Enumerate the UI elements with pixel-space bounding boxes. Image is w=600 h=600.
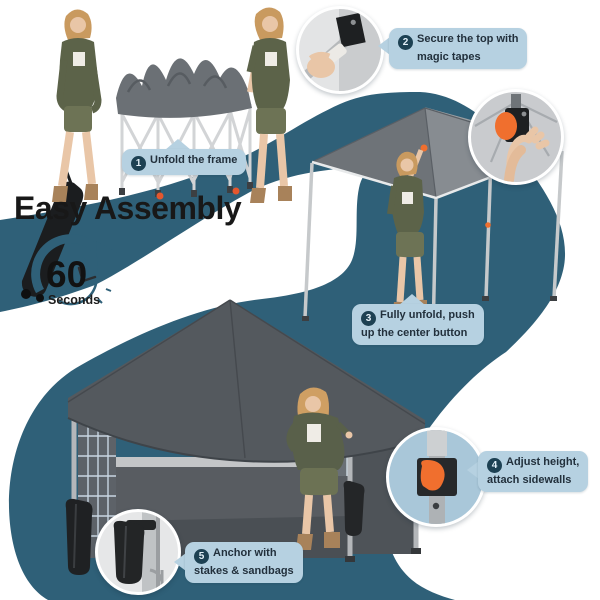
step3-text-line2: up the center button (361, 327, 468, 339)
step2-badge: 2 (398, 35, 413, 50)
magic-tape-closeup-icon (303, 9, 381, 91)
step5-label: 5 Anchor with stakes & sandbags (185, 542, 303, 583)
step2-text-line2: magic tapes (417, 51, 481, 63)
step4-label: 4 Adjust height, attach sidewalls (478, 451, 589, 492)
step5-badge: 5 (194, 549, 209, 564)
step4-pointer (467, 461, 479, 479)
step4-badge: 4 (487, 458, 502, 473)
page-title: Easy Assembly (14, 190, 242, 226)
step1-text: Unfold the frame (150, 154, 238, 166)
step2-pointer (378, 37, 390, 55)
step1-pointer (165, 139, 191, 150)
step3-pointer (399, 294, 425, 305)
step1-badge: 1 (131, 156, 146, 171)
open-canopy-scene (302, 107, 564, 340)
sandbag-anchor-closeup-icon (113, 512, 164, 592)
timer-value: 60 (46, 254, 88, 295)
step2-text: Secure the top with (417, 33, 519, 45)
step1-label: 1 Unfold the frame (122, 149, 247, 175)
step2-label: 2 Secure the top with magic tapes (389, 28, 528, 69)
timer-icon (31, 234, 120, 306)
height-lever-closeup-icon (417, 430, 457, 524)
step5-pointer (174, 553, 186, 571)
step4-text: Adjust height, (506, 456, 580, 468)
step3-badge: 3 (361, 311, 376, 326)
step3-text: Fully unfold, push (380, 309, 475, 321)
timer-unit: Seconds (48, 293, 101, 307)
inset-sandbag-anchor (95, 509, 181, 595)
inset-center-button (468, 89, 564, 185)
folded-frame-scene (116, 7, 292, 203)
step3-label: 3 Fully unfold, push up the center button (352, 304, 484, 345)
step4-text-line2: attach sidewalls (487, 474, 572, 486)
step5-text-line2: stakes & sandbags (194, 565, 294, 577)
center-button-closeup-icon (474, 94, 558, 182)
inset-magic-tape (296, 6, 384, 94)
step5-text: Anchor with (213, 547, 277, 559)
